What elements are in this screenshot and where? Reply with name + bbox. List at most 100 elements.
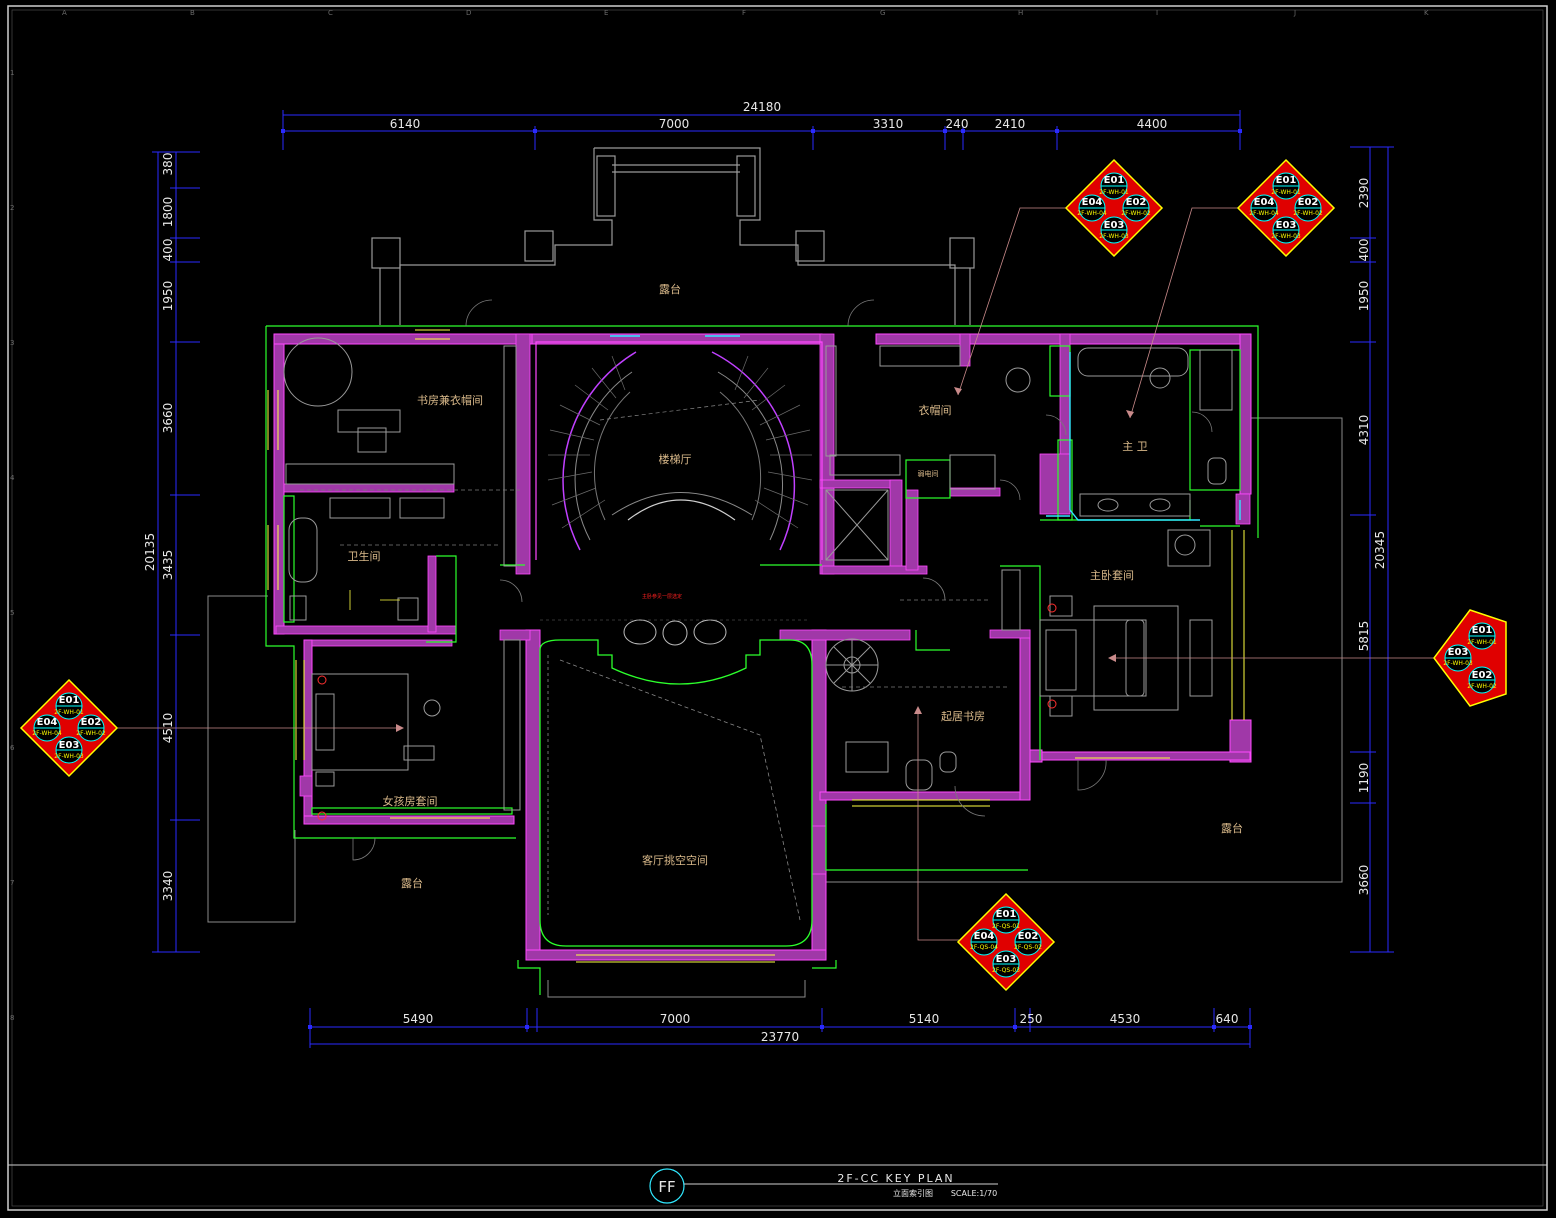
svg-text:E04: E04 (1082, 197, 1103, 208)
svg-text:E01: E01 (1276, 175, 1297, 186)
svg-text:E01: E01 (1472, 625, 1493, 636)
grid-label-top: A (62, 9, 67, 17)
svg-text:2F-WH-02: 2F-WH-02 (1293, 210, 1323, 217)
label-living-void: 客厅挑空空间 (642, 853, 708, 867)
grid-labels-top: A B C D E F G H I J K (62, 9, 1429, 17)
dim-right-seg: 5815 (1357, 621, 1371, 652)
drawing-subtitle: 立面索引图 (893, 1188, 933, 1198)
dim-bottom-total: 23770 (761, 1030, 799, 1044)
elevation-tag: E01 2F-WH-01 E02 2F-WH-02 E03 2F-WH-03 E… (1236, 158, 1336, 258)
red-markers (317, 603, 1057, 821)
dim-left-seg: 380 (161, 153, 175, 176)
label-study-cloakroom: 书房兼衣帽间 (417, 393, 483, 407)
dim-left-seg: 3340 (161, 871, 175, 902)
svg-text:2F-QS-01: 2F-QS-01 (992, 923, 1020, 930)
grid-label-left: 3 (10, 339, 14, 347)
label-girl-suite: 女孩房套间 (383, 794, 438, 808)
grid-label-left: 4 (10, 474, 15, 482)
svg-text:2F-WH-02: 2F-WH-02 (1467, 683, 1497, 690)
glazing-cyan (610, 335, 1241, 521)
grid-label-top: J (1293, 9, 1296, 17)
grid-label-top: H (1018, 9, 1023, 17)
dim-left-seg: 1800 (161, 197, 175, 228)
grid-label-left: 8 (10, 1014, 14, 1022)
grid-labels-left: 1 2 3 4 5 6 7 8 (10, 69, 15, 1022)
drawing-title: 2F-CC KEY PLAN (837, 1172, 954, 1185)
dim-right-seg: 1190 (1357, 763, 1371, 794)
svg-text:E03: E03 (996, 954, 1017, 965)
stair-hall (535, 341, 823, 560)
svg-text:E04: E04 (37, 717, 58, 728)
room-labels: 露台 书房兼衣帽间 楼梯厅 衣帽间 主 卫 卫生间 主卧套间 起居书房 女孩房套… (348, 282, 1244, 890)
terrace-outlines (207, 417, 1343, 998)
dimension-texts: 24180 6140 7000 3310 240 2410 4400 5490 … (143, 100, 1387, 1044)
svg-text:E02: E02 (1298, 197, 1319, 208)
label-terrace-right: 露台 (1221, 821, 1243, 835)
svg-text:E02: E02 (1126, 197, 1147, 208)
svg-text:E03: E03 (1448, 647, 1469, 658)
svg-text:2F-WH-03: 2F-WH-03 (1099, 233, 1129, 240)
dim-right-seg: 2390 (1357, 178, 1371, 209)
elevation-tag: E01 2F-WH-01 E02 2F-WH-02 E03 2F-WH-03 E… (1064, 158, 1164, 258)
dim-right-total: 20345 (1373, 531, 1387, 569)
dim-top-seg: 240 (946, 117, 969, 131)
label-stair-hall: 楼梯厅 (659, 452, 692, 466)
grid-label-top: I (1156, 9, 1158, 17)
svg-text:2F-QS-03: 2F-QS-03 (992, 967, 1020, 974)
dim-top-seg: 2410 (995, 117, 1026, 131)
outer-frame (7, 5, 1548, 1211)
windows-yellow (267, 329, 1245, 963)
furniture (283, 337, 1233, 811)
grid-label-top: D (466, 9, 471, 17)
elevation-tag: E01 2F-WH-01 E02 2F-WH-02 E03 2F-WH-03 (1433, 609, 1507, 707)
label-cloakroom: 衣帽间 (919, 403, 952, 417)
walls-interior (275, 333, 1251, 875)
label-master-bath: 主 卫 (1122, 440, 1148, 453)
inner-frame (11, 9, 1544, 1207)
svg-text:2F-WH-04: 2F-WH-04 (1077, 210, 1107, 217)
red-note: 主卧参见一层选定 (642, 593, 682, 600)
grid-label-left: 7 (10, 879, 14, 887)
dim-top-seg: 3310 (873, 117, 904, 131)
label-terrace-top: 露台 (659, 282, 681, 296)
grid-label-left: 5 (10, 609, 14, 617)
top-balcony (371, 147, 975, 325)
svg-text:2F-WH-02: 2F-WH-02 (76, 730, 106, 737)
dim-right-seg: 3660 (1357, 865, 1371, 896)
dimension-lines (152, 110, 1394, 1048)
dim-bottom-seg: 640 (1216, 1012, 1239, 1026)
title-block: FF 2F-CC KEY PLAN 立面索引图 SCALE:1/70 (649, 1168, 998, 1204)
svg-text:E02: E02 (1472, 670, 1493, 681)
leader-arrows (396, 387, 1134, 732)
svg-text:2F-QS-04: 2F-QS-04 (970, 944, 998, 951)
svg-text:2F-WH-02: 2F-WH-02 (1121, 210, 1151, 217)
label-terrace-left: 露台 (401, 876, 423, 890)
svg-text:E02: E02 (1018, 931, 1039, 942)
grid-label-left: 6 (10, 744, 15, 752)
svg-text:E03: E03 (1276, 220, 1297, 231)
dim-left-seg: 400 (161, 239, 175, 262)
dimension-ticks (281, 129, 1252, 1029)
svg-text:E01: E01 (996, 909, 1017, 920)
grid-label-left: 1 (10, 69, 14, 77)
partitions-green (265, 325, 1259, 995)
ff-mark: FF (658, 1178, 675, 1196)
dim-bottom-seg: 7000 (660, 1012, 691, 1026)
dim-top-seg: 4400 (1137, 117, 1168, 131)
grid-label-top: G (880, 9, 885, 17)
dim-top-total: 24180 (743, 100, 781, 114)
svg-text:2F-WH-01: 2F-WH-01 (1271, 189, 1301, 196)
dim-right-seg: 1950 (1357, 281, 1371, 312)
dim-left-total: 20135 (143, 533, 157, 571)
label-living-study: 起居书房 (941, 710, 985, 723)
grid-label-top: C (328, 9, 333, 17)
dim-top-seg: 6140 (390, 117, 421, 131)
dim-bottom-seg: 4530 (1110, 1012, 1141, 1026)
svg-text:2F-QS-02: 2F-QS-02 (1014, 944, 1042, 951)
svg-text:2F-WH-01: 2F-WH-01 (1099, 189, 1129, 196)
grid-label-top: E (604, 9, 608, 17)
svg-text:2F-WH-03: 2F-WH-03 (1443, 660, 1473, 667)
leader-lines (110, 207, 1445, 941)
svg-text:2F-WH-03: 2F-WH-03 (54, 753, 84, 760)
svg-text:2F-WH-01: 2F-WH-01 (54, 709, 84, 716)
